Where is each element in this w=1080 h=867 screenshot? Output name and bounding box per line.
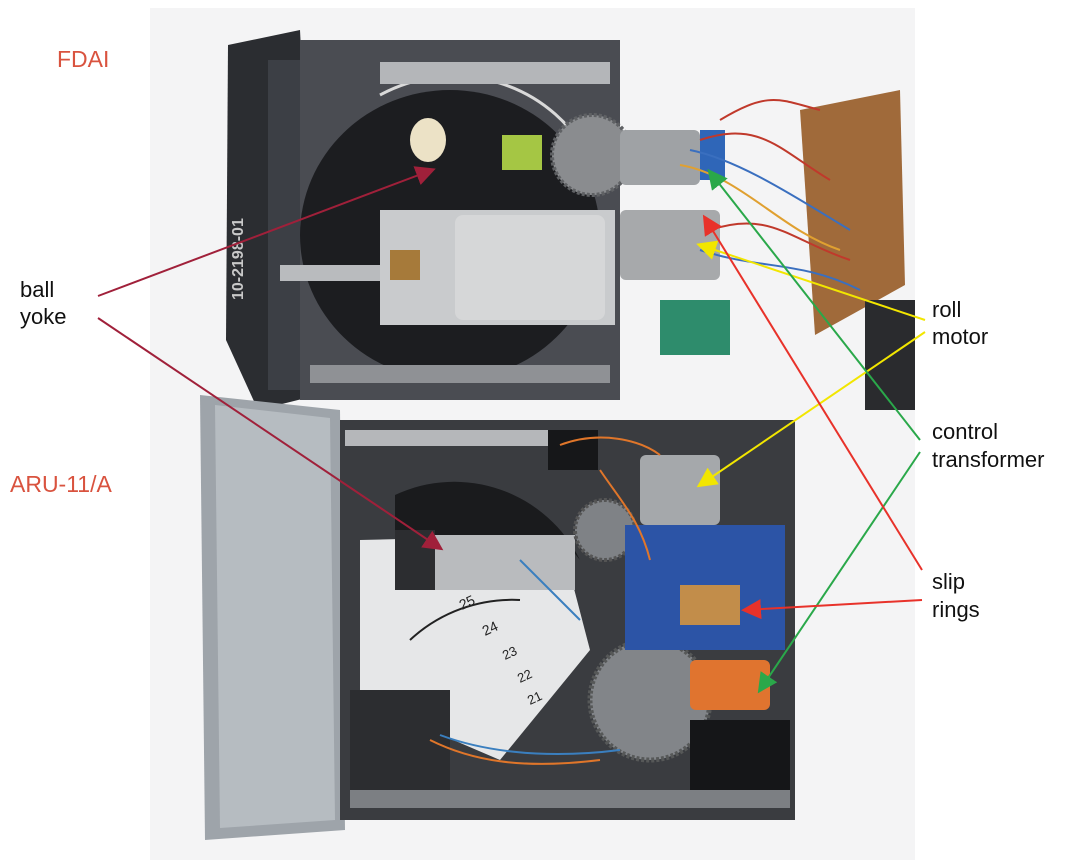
roll-label: roll	[932, 297, 962, 322]
fdai-part-number: 10-2198-01	[230, 218, 247, 300]
fdai-label: FDAI	[57, 46, 110, 72]
fdai-roll-motor	[620, 210, 720, 280]
roll-arrow-fdai	[696, 240, 926, 321]
slip-arrow-aru	[741, 599, 923, 620]
aru-bottom-rail	[350, 790, 790, 808]
fdai-circuit-board	[800, 90, 905, 335]
transformer-label: transformer	[932, 447, 1045, 472]
fdai-wires	[699, 99, 851, 261]
aru-ball-dark	[395, 481, 580, 560]
aru-scale-24: 24	[480, 618, 501, 639]
control-arrow-aru	[757, 451, 921, 694]
fdai-wires-2	[689, 149, 861, 291]
fdai-control-transformer	[620, 130, 700, 185]
fdai-bracket	[390, 250, 420, 280]
fdai-top-rail	[380, 62, 610, 84]
ball-arrow-fdai	[97, 166, 436, 297]
aru-scale-arc	[409, 598, 521, 641]
fdai-green-connector	[660, 300, 730, 355]
fdai-wires-3	[679, 164, 841, 251]
control-arrow-fdai	[707, 168, 921, 441]
aru-scale-25: 25	[457, 592, 478, 613]
aru-label: ARU-11/A	[10, 471, 112, 497]
aru-control-transformer	[690, 660, 770, 710]
ball-label: ball	[20, 277, 55, 302]
fdai-foam	[410, 118, 446, 162]
roll-arrow-aru	[696, 331, 926, 488]
rings-label: rings	[932, 597, 980, 622]
aru-scale-21: 21	[525, 688, 544, 708]
aru-top-rail	[345, 430, 565, 446]
aru-roll-motor	[640, 455, 720, 525]
aru-black-unit	[690, 720, 790, 790]
motor-label: motor	[932, 324, 989, 349]
slip-label: slip	[932, 569, 966, 594]
fdai-bottom-rail	[310, 365, 610, 383]
yoke-label: yoke	[20, 304, 67, 329]
fdai-connector	[502, 135, 542, 170]
aru-black-connector	[548, 430, 598, 470]
aru-wires	[429, 436, 661, 765]
aru-slip-rings	[680, 585, 740, 625]
yoke-arrow-aru	[97, 317, 444, 551]
aru-left-block	[395, 530, 435, 590]
fdai-side-rail	[280, 265, 380, 281]
fdai-yoke-cylinder	[455, 215, 605, 320]
slip-arrow-fdai	[702, 214, 923, 571]
aru-front-highlight	[215, 405, 335, 828]
aru-yoke	[425, 535, 575, 590]
aru-scale-23: 23	[500, 643, 519, 663]
control-label: control	[932, 419, 999, 444]
aru-scale-22: 22	[515, 666, 534, 686]
aru-wires-2	[439, 559, 621, 756]
